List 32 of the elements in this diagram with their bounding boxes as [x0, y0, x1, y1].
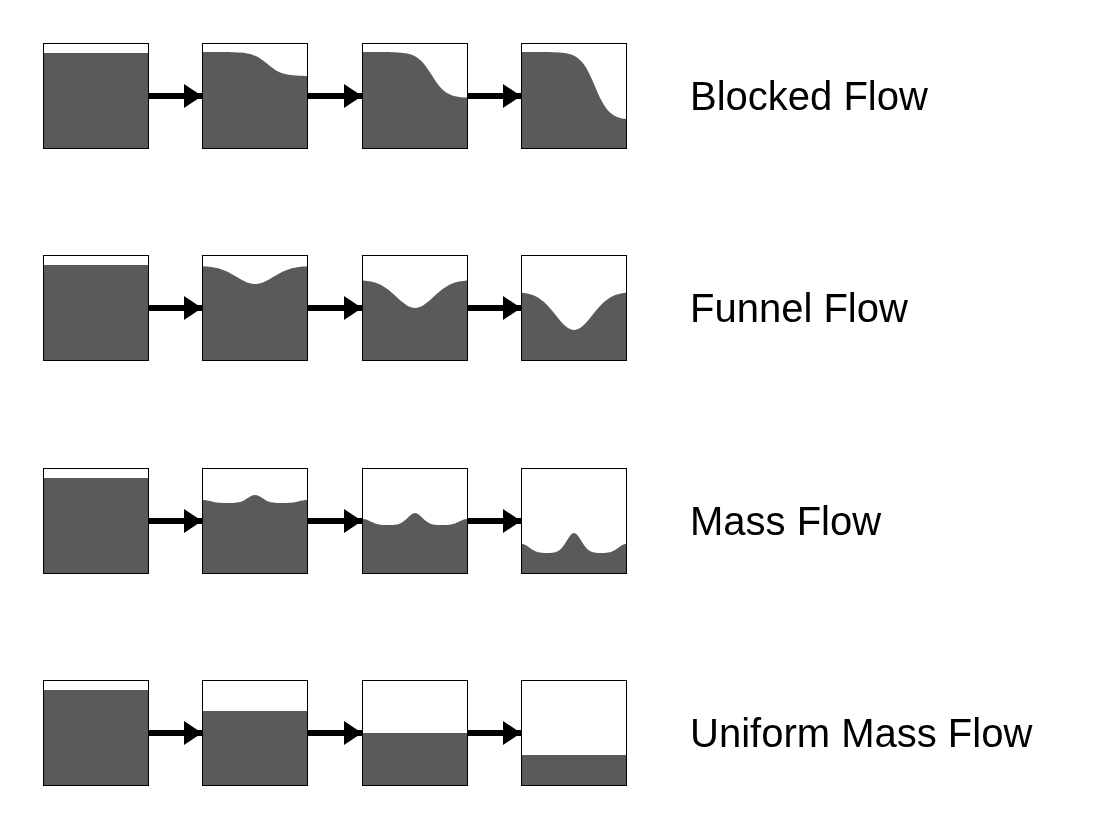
arrow	[149, 509, 202, 533]
bin-drawing	[202, 680, 308, 786]
bin-drawing	[362, 468, 468, 574]
bin-drawing	[202, 43, 308, 149]
bin-drawing	[202, 468, 308, 574]
row-title: Uniform Mass Flow	[690, 710, 1033, 757]
bin-drawing	[43, 43, 149, 149]
bin-drawing	[43, 255, 149, 361]
arrow	[468, 509, 521, 533]
arrow	[468, 84, 521, 108]
bin-drawing	[521, 680, 627, 786]
bin-drawing	[521, 468, 627, 574]
bin-drawing	[521, 43, 627, 149]
bin-drawing	[43, 468, 149, 574]
row-title: Funnel Flow	[690, 285, 908, 332]
bin-drawing	[362, 255, 468, 361]
bin-drawing	[43, 680, 149, 786]
arrow	[149, 296, 202, 320]
arrow	[149, 721, 202, 745]
arrow	[308, 296, 362, 320]
bin-drawing	[362, 680, 468, 786]
bin-drawing	[362, 43, 468, 149]
arrow	[308, 721, 362, 745]
row-title: Mass Flow	[690, 498, 882, 545]
row-title: Blocked Flow	[690, 73, 928, 120]
arrow	[308, 84, 362, 108]
arrow	[308, 509, 362, 533]
bin-drawing	[521, 255, 627, 361]
arrow	[468, 296, 521, 320]
bin-drawing	[202, 255, 308, 361]
arrow	[149, 84, 202, 108]
arrow	[468, 721, 521, 745]
